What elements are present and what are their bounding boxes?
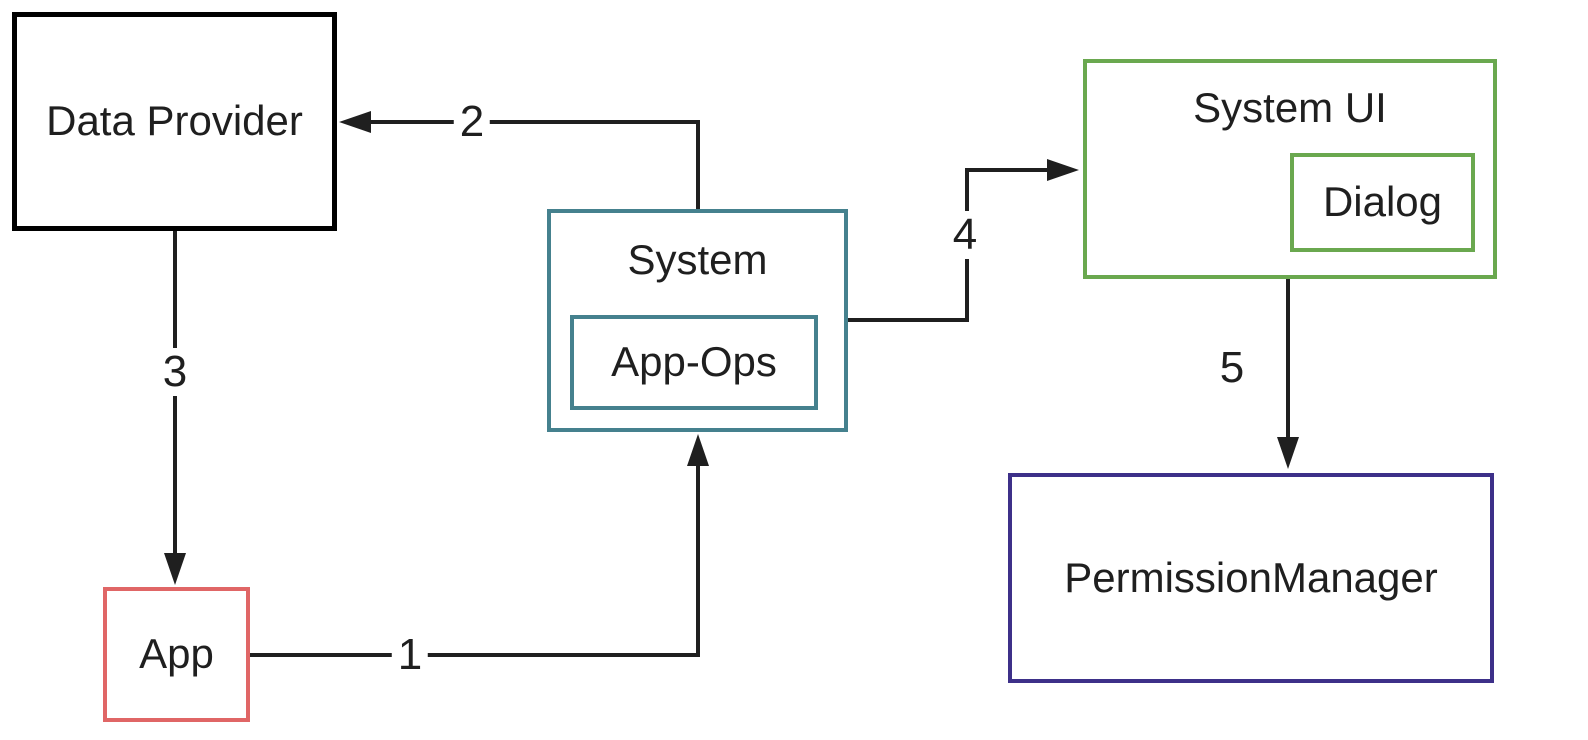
node-dialog: Dialog xyxy=(1290,153,1475,252)
edge-label-3: 3 xyxy=(156,348,194,396)
node-app: App xyxy=(103,587,250,722)
node-data-provider-label: Data Provider xyxy=(46,97,303,145)
node-system-label: System xyxy=(627,236,768,283)
edge-arrow-3 xyxy=(164,231,186,585)
edge-label-1: 1 xyxy=(391,631,429,679)
node-data-provider: Data Provider xyxy=(12,12,337,231)
edge-label-5: 5 xyxy=(1213,344,1251,392)
node-permission-manager: PermissionManager xyxy=(1008,473,1494,683)
edge-arrow-2 xyxy=(339,111,700,209)
node-app-ops: App-Ops xyxy=(570,315,818,410)
edge-arrow-1 xyxy=(250,434,709,657)
node-permission-manager-label: PermissionManager xyxy=(1064,553,1438,601)
edge-arrow-5 xyxy=(1277,279,1299,469)
node-app-ops-label: App-Ops xyxy=(611,338,777,386)
node-system-ui-label: System UI xyxy=(1193,84,1387,131)
node-dialog-label: Dialog xyxy=(1322,178,1443,226)
node-app-label: App xyxy=(139,630,214,678)
edge-label-4: 4 xyxy=(946,211,984,259)
edge-label-2: 2 xyxy=(453,98,491,146)
